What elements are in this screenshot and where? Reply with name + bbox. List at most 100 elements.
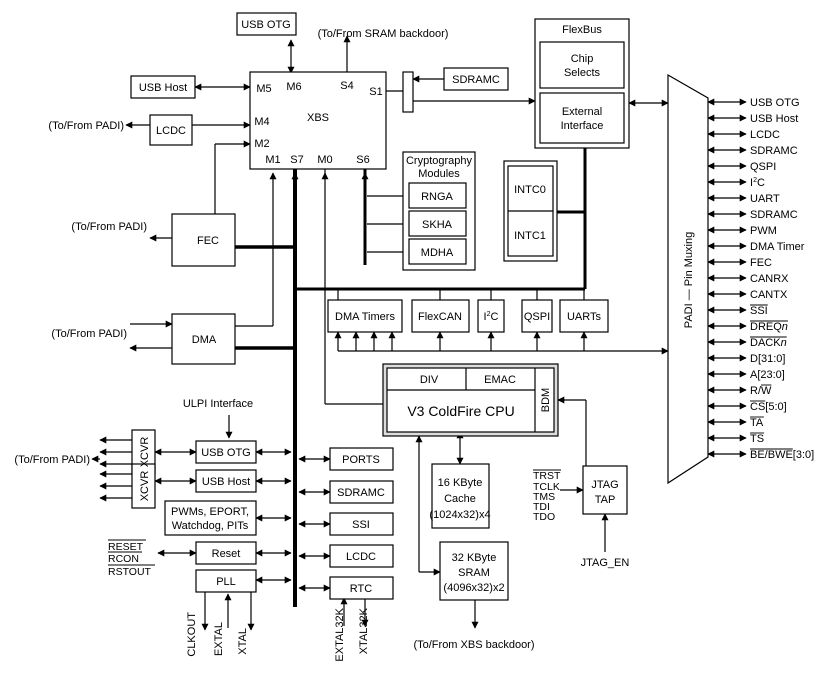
ports-block: PORTS (342, 454, 380, 466)
pll-block: PLL (216, 576, 236, 588)
xtal-signal: XTAL (237, 628, 249, 655)
rnga-block: RNGA (421, 191, 453, 203)
pin-signal-label: I2C (750, 177, 765, 189)
pin-signal-label: SSI (750, 305, 768, 317)
lcdc-top-block: LCDC (156, 125, 186, 137)
port-m0: M0 (317, 154, 332, 166)
port-m4: M4 (254, 116, 269, 128)
sram-backdoor-label: (To/From SRAM backdoor) (318, 28, 449, 40)
qspi-block: QSPI (524, 311, 550, 323)
crypto-title-line2: Modules (418, 168, 460, 180)
pin-signal-label: SDRAMC (750, 145, 798, 157)
usb-host-top-block: USB Host (139, 82, 187, 94)
crypto-title-line1: Cryptography (406, 155, 473, 167)
ulpi-label: ULPI Interface (183, 398, 253, 410)
sram-line1: 32 KByte (452, 552, 497, 564)
reset-block: Reset (212, 548, 241, 560)
uarts-block: UARTs (567, 311, 602, 323)
skha-block: SKHA (422, 219, 453, 231)
block-outlines (130, 12, 709, 601)
rstout-signal: RSTOUT (108, 566, 152, 578)
port-s4: S4 (340, 80, 353, 92)
intc0-block: INTC0 (514, 184, 546, 196)
port-m5: M5 (256, 83, 271, 95)
pwms-line2: Watchdog, PITs (172, 520, 249, 532)
lcdc-bottom-block: LCDC (346, 551, 376, 563)
pin-signal-label: TS (750, 433, 764, 445)
pin-signal-label: UART (750, 193, 780, 205)
div-block: DIV (420, 374, 439, 386)
connection-wires (91, 35, 747, 631)
pin-signal-label: QSPI (750, 161, 776, 173)
cache-line1: 16 KByte (438, 477, 483, 489)
tdi-signal: TDI (533, 501, 550, 513)
sram-line3: (4096x32)x2 (443, 582, 504, 594)
pin-signal-label: A[23:0] (750, 369, 785, 381)
jtag-en-label: JTAG_EN (581, 557, 630, 569)
tms-signal: TMS (533, 491, 555, 503)
pin-signal-label: DREQn (750, 321, 788, 333)
extal32k-signal: EXTAL32K (334, 607, 346, 661)
port-s7: S7 (290, 154, 303, 166)
cpu-block: V3 ColdFire CPU (407, 403, 514, 419)
pin-signal-label: TA (750, 417, 764, 429)
tdo-signal: TDO (533, 511, 555, 523)
pin-signal-label: SDRAMC (750, 209, 798, 221)
pin-signal-label: LCDC (750, 129, 780, 141)
pin-signal-label: R/W (750, 385, 772, 397)
cache-line3: (1024x32)x4 (429, 509, 490, 521)
mdha-block: MDHA (421, 247, 454, 259)
usb-otg-bottom-block: USB OTG (201, 447, 251, 459)
external-interface-line2: Interface (561, 120, 604, 132)
xbs-backdoor-label: (To/From XBS backdoor) (413, 639, 534, 651)
pin-signal-label: PWM (750, 225, 777, 237)
pin-signal-label: DMA Timer (750, 241, 805, 253)
sdramc-bottom-block: SDRAMC (337, 487, 385, 499)
xbs-block: XBS (307, 112, 329, 124)
pin-signal-label: CANRX (750, 273, 789, 285)
usb-host-bottom-block: USB Host (202, 476, 250, 488)
sram-line2: SRAM (458, 567, 490, 579)
dma-block: DMA (192, 334, 217, 346)
usb-otg-top-block: USB OTG (241, 19, 291, 31)
pin-signal-label: USB OTG (750, 97, 800, 109)
xtal32k-signal: XTAL32K (358, 607, 370, 654)
pin-signal-label: FEC (750, 257, 772, 269)
port-s6: S6 (356, 154, 369, 166)
pin-signal-label: DACKn (750, 337, 787, 349)
reset-signal: RESET (108, 541, 144, 553)
pin-signal-label: BE/BWE[3:0] (750, 449, 814, 461)
clkout-signal: CLKOUT (186, 612, 198, 657)
intc1-block: INTC1 (514, 230, 546, 242)
extal-signal: EXTAL (213, 622, 225, 656)
xcvr-block-2: XCVR (139, 471, 151, 502)
pin-mux-label: PADI — Pin Muxing (683, 232, 695, 328)
port-m6: M6 (286, 81, 301, 93)
port-m2: M2 (254, 138, 269, 150)
external-interface-line1: External (562, 106, 602, 118)
chip-selects-line1: Chip (571, 53, 594, 65)
trst-signal: TRST (533, 470, 561, 482)
port-s1: S1 (369, 86, 382, 98)
i2c-block: I2C (484, 311, 499, 323)
chip-selects-line2: Selects (564, 67, 601, 79)
padi-label-3: (To/From PADI) (51, 328, 127, 340)
pin-signal-label: CS[5:0] (750, 401, 787, 413)
pwms-line1: PWMs, EPORT, (171, 506, 249, 518)
ssi-block: SSI (352, 519, 370, 531)
sdramc-top-block: SDRAMC (452, 74, 500, 86)
port-m1: M1 (265, 154, 280, 166)
pin-signal-label: CANTX (750, 289, 788, 301)
flexbus-block: FlexBus (562, 24, 602, 36)
padi-label-2: (To/From PADI) (71, 221, 147, 233)
bdm-block: BDM (540, 388, 552, 412)
fec-block: FEC (197, 235, 219, 247)
pin-signal-label: D[31:0] (750, 353, 785, 365)
pin-signal-label: USB Host (750, 113, 798, 125)
dma-timers-block: DMA Timers (335, 311, 395, 323)
flexcan-block: FlexCAN (418, 311, 462, 323)
rtc-block: RTC (350, 583, 372, 595)
rcon-signal: RCON (108, 553, 139, 565)
xcvr-block-1: XCVR (139, 437, 151, 468)
